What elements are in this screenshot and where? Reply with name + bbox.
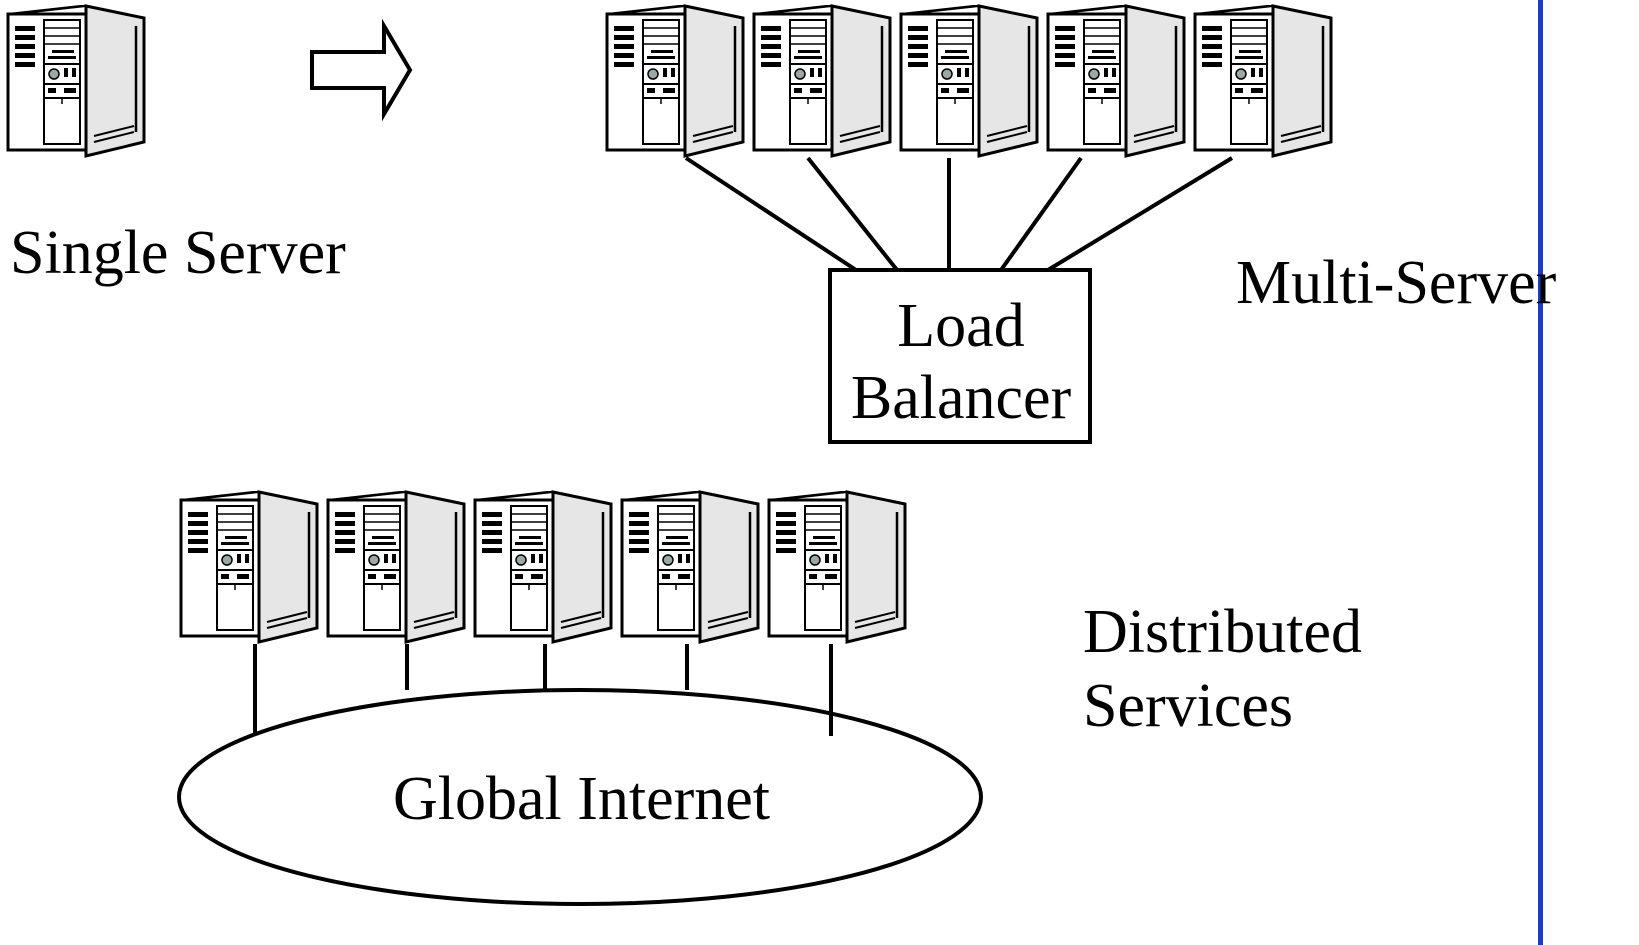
server-icon [6,4,146,158]
server-icon [767,490,907,644]
load-balancer-label-line1: Load [897,292,1025,360]
server-icon [473,490,613,644]
global-internet-label: Global Internet [392,765,771,833]
multi-server-group [605,4,1333,158]
server-icon [620,490,760,644]
distributed-server-group [179,490,907,644]
server-icon [1193,4,1333,158]
distributed-label-line2: Services [1083,672,1294,740]
server-icon [179,490,319,644]
load-balancer-box [828,268,1092,444]
server-icon [899,4,1039,158]
server-icon [752,4,892,158]
server-icon [1046,4,1186,158]
distributed-label-line1: Distributed [1083,598,1362,666]
internet-cloud [177,688,983,906]
arrow-right-icon [310,18,413,122]
load-balancer-label: Load Balancer [830,290,1092,434]
lb-connections [684,156,1234,272]
load-balancer-label-line2: Balancer [850,364,1072,432]
right-divider [1538,0,1543,945]
internet-connections [253,644,689,736]
server-icon [605,4,745,158]
single-server-label: Single Server [10,219,346,287]
server-icon [326,490,466,644]
distributed-services-label: Distributed Services [1083,595,1362,743]
single-server [6,4,146,158]
multi-server-label: Multi-Server [1236,249,1557,317]
